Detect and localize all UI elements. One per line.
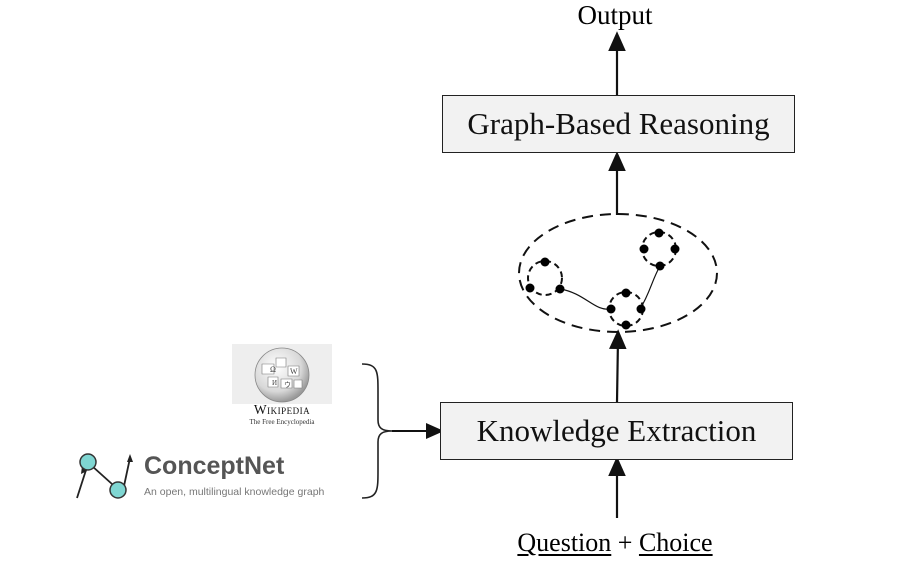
graph-based-reasoning-label: Graph-Based Reasoning xyxy=(467,106,770,141)
output-label: Output xyxy=(577,0,653,30)
knowledge-graph-icon xyxy=(518,213,718,333)
arrow-extraction-to-graph xyxy=(609,329,627,403)
conceptnet-logo: ConceptNet An open, multilingual knowled… xyxy=(72,450,362,502)
wikipedia-globe-icon: Ω W И ウ xyxy=(232,344,332,404)
question-choice-label: Question + Choice xyxy=(480,528,750,558)
conceptnet-graph-icon xyxy=(76,453,133,499)
wikipedia-logo: Ω W И ウ Wikipedia The Free Encyclopedia xyxy=(232,344,332,432)
svg-text:ウ: ウ xyxy=(284,381,291,389)
sources-brace xyxy=(361,363,393,499)
knowledge-extraction-box: Knowledge Extraction xyxy=(440,402,793,460)
svg-text:W: W xyxy=(290,367,298,376)
conceptnet-name: ConceptNet xyxy=(144,452,285,480)
conceptnet-tagline: An open, multilingual knowledge graph xyxy=(144,486,325,498)
graph-based-reasoning-box: Graph-Based Reasoning xyxy=(442,95,795,153)
wikipedia-wordmark: Wikipedia xyxy=(253,402,311,417)
choice-label: Choice xyxy=(638,528,713,557)
svg-text:Ω: Ω xyxy=(270,365,276,374)
svg-text:И: И xyxy=(272,379,277,387)
plus-sign: + xyxy=(617,528,633,557)
knowledge-extraction-label: Knowledge Extraction xyxy=(476,413,757,448)
wikipedia-tagline: The Free Encyclopedia xyxy=(249,418,315,426)
question-label: Question xyxy=(517,528,612,557)
